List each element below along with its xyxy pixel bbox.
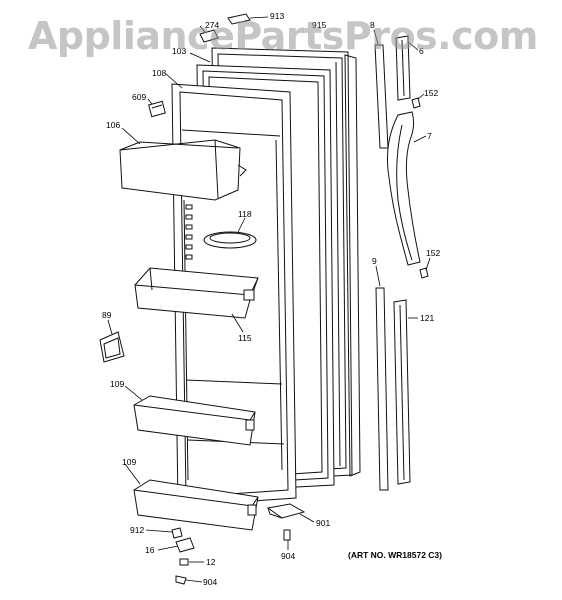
can-rack	[203, 231, 257, 249]
label-118: 118	[238, 209, 252, 219]
watermark-text: AppliancePartsPros.com	[28, 14, 538, 58]
label-912: 912	[130, 525, 144, 535]
label-109-lower: 109	[122, 457, 136, 467]
door-bin-109-lower	[133, 479, 259, 531]
art-number: (ART NO. WR18572 C3)	[348, 550, 442, 560]
label-115: 115	[238, 333, 252, 343]
label-609: 609	[132, 92, 146, 102]
cam-912	[171, 527, 183, 539]
label-152-top: 152	[424, 88, 438, 98]
handle-trim-9	[375, 287, 389, 491]
bin-clip-89	[99, 331, 125, 363]
bushing-12	[179, 558, 189, 566]
label-904-bottom: 904	[203, 577, 217, 587]
shelf-rib-notches	[185, 204, 193, 260]
switch-609	[148, 100, 166, 118]
label-121: 121	[420, 313, 434, 323]
label-9: 9	[372, 256, 377, 266]
screw-152-top	[411, 97, 421, 109]
label-103: 103	[172, 46, 186, 56]
hinge-16	[175, 537, 195, 553]
label-12: 12	[206, 557, 216, 567]
label-913: 913	[270, 11, 284, 21]
dairy-compartment	[119, 139, 247, 201]
screw-904-bottom	[175, 575, 187, 585]
door-bin-115	[134, 267, 259, 319]
top-clip-913	[227, 13, 251, 25]
label-8: 8	[370, 20, 375, 30]
label-16: 16	[145, 545, 155, 555]
screw-904-mid	[283, 529, 291, 541]
screw-152-bottom	[419, 267, 429, 279]
leader-lines	[107, 16, 431, 583]
label-89: 89	[102, 310, 112, 320]
bracket-901	[266, 503, 306, 519]
label-7: 7	[427, 131, 432, 141]
door-bin-109-upper	[133, 395, 256, 446]
label-106: 106	[106, 120, 120, 130]
label-274: 274	[205, 20, 219, 30]
label-152-bottom: 152	[426, 248, 440, 258]
handle-trim-8	[374, 44, 389, 149]
label-6: 6	[419, 46, 424, 56]
label-915: 915	[312, 20, 326, 30]
label-904-mid: 904	[281, 551, 295, 561]
label-109-upper: 109	[110, 379, 124, 389]
label-901: 901	[316, 518, 330, 528]
label-108: 108	[152, 68, 166, 78]
handle-cap-6	[395, 35, 411, 101]
handle-cap-121	[393, 299, 411, 485]
door-handle-7	[387, 111, 421, 266]
top-clip-274	[199, 29, 219, 43]
